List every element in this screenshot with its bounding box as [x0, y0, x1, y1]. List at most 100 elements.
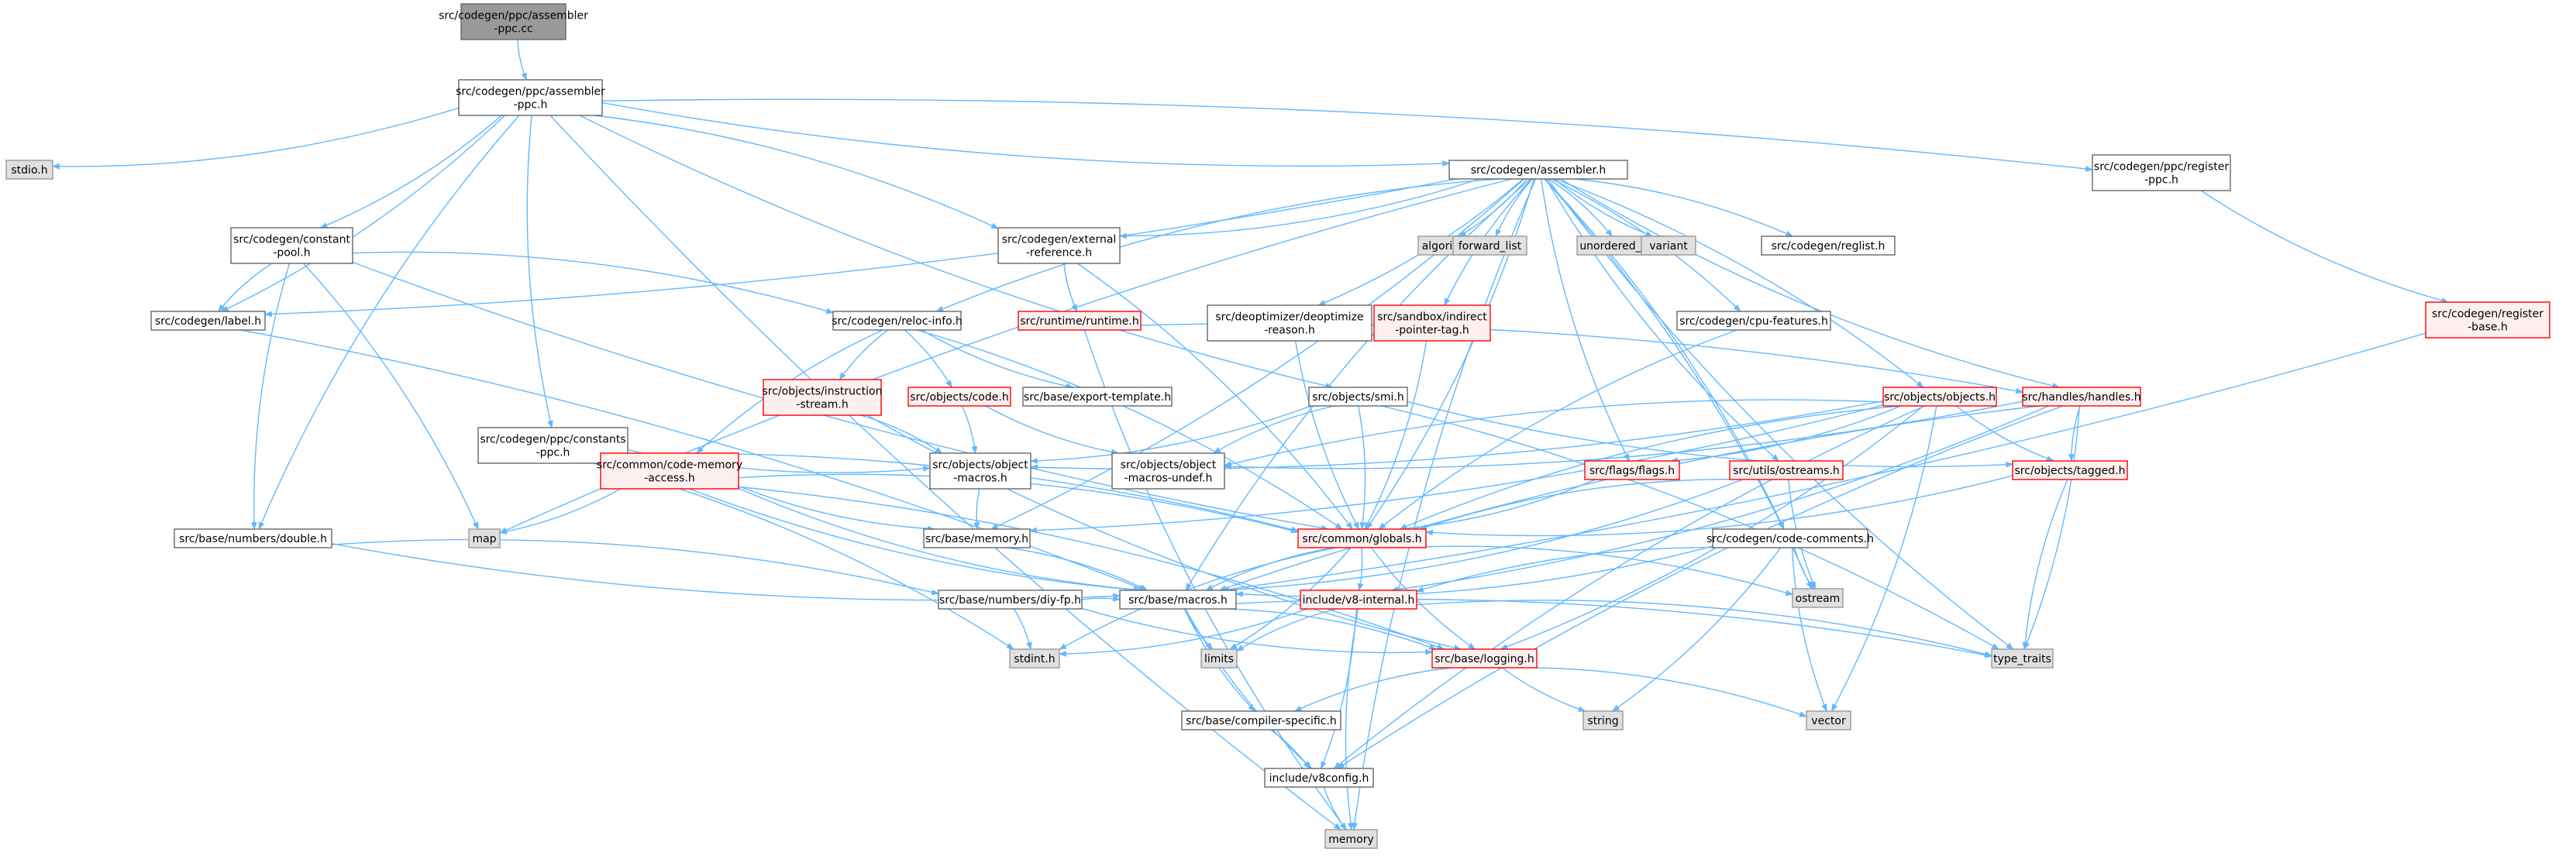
graph-node-code-h[interactable]: src/objects/code.h [907, 387, 1011, 407]
graph-node-reloc-info-h[interactable]: src/codegen/reloc-info.h [832, 311, 963, 331]
node-box [174, 528, 332, 548]
node-box [5, 160, 53, 180]
graph-node-limits[interactable]: limits [1200, 648, 1238, 669]
edge-handles-h-to-tagged-h [2068, 405, 2081, 462]
graph-node-assembler-ppc-cc[interactable]: src/codegen/ppc/assembler-ppc.cc [439, 3, 588, 40]
graph-node-forward-list[interactable]: forward_list [1452, 235, 1527, 256]
edge-line [579, 115, 1334, 389]
edge-line [1554, 178, 1924, 388]
node-box [997, 227, 1121, 264]
graph-node-v8-internal-h[interactable]: include/v8-internal.h [1300, 590, 1417, 610]
graph-node-label-h[interactable]: src/codegen/label.h [150, 311, 266, 331]
edge-line [2023, 405, 2080, 650]
edge-line [1378, 329, 1737, 530]
node-label: src/deoptimizer/deoptimize [1215, 311, 1363, 324]
edge-assembler-h-to-external-reference-h [1119, 178, 1480, 239]
edge-assembler-h-to-reloc-info-h [935, 178, 1500, 312]
node-box [1729, 460, 1844, 480]
node-label: stdint.h [1014, 653, 1055, 665]
edge-constant-pool-h-to-map [303, 263, 479, 530]
edge-reloc-info-h-to-globals-h [916, 329, 1343, 530]
graph-node-code-memory-access-h[interactable]: src/common/code-memory-access.h [597, 452, 742, 490]
graph-node-register-ppc-h[interactable]: src/codegen/ppc/register-ppc.h [2092, 154, 2231, 191]
edge-assembler-ppc-h-to-external-reference-h [594, 115, 999, 229]
graph-node-variant[interactable]: variant [1641, 235, 1696, 256]
graph-node-handles-h[interactable]: src/handles/handles.h [2022, 387, 2141, 407]
graph-node-double-h[interactable]: src/base/numbers/double.h [174, 528, 332, 548]
edge-line [1226, 608, 1438, 650]
graph-node-objects-h[interactable]: src/objects/objects.h [1882, 387, 1997, 407]
graph-node-export-template-h[interactable]: src/base/export-template.h [1022, 387, 1173, 407]
node-label: -pool.h [273, 247, 310, 260]
node-label: src/base/logging.h [1434, 653, 1534, 665]
graph-node-constants-ppc-h[interactable]: src/codegen/ppc/constants-ppc.h [477, 427, 629, 464]
graph-node-reglist-h[interactable]: src/codegen/reglist.h [1761, 235, 1896, 256]
graph-node-globals-h[interactable]: src/common/globals.h [1297, 528, 1427, 548]
edge-line [1221, 332, 2426, 593]
edge-line [1381, 405, 1999, 650]
graph-node-assembler-h[interactable]: src/codegen/assembler.h [1448, 160, 1628, 180]
graph-node-stdint-h[interactable]: stdint.h [1009, 648, 1060, 669]
edge-line [985, 405, 1119, 456]
edge-line [601, 101, 1450, 167]
graph-node-instruction-stream-h[interactable]: src/objects/instruction-stream.h [763, 379, 883, 416]
graph-node-external-reference-h[interactable]: src/codegen/external-reference.h [997, 227, 1121, 264]
graph-node-string[interactable]: string [1582, 710, 1624, 731]
graph-node-memory[interactable]: memory [1324, 829, 1378, 849]
edge-external-reference-h-to-runtime-h [1063, 263, 1078, 312]
edge-constant-pool-h-to-double-h [250, 263, 291, 530]
edge-line [1229, 547, 1352, 650]
node-box [1119, 590, 1237, 610]
edge-code-comments-h-to-ostream [1793, 547, 1814, 590]
graph-node-ostreams-h[interactable]: src/utils/ostreams.h [1729, 460, 1844, 480]
graph-node-logging-h[interactable]: src/base/logging.h [1431, 648, 1538, 669]
edge-line [1611, 547, 1782, 712]
graph-node-deoptimize-reason-h[interactable]: src/deoptimizer/deoptimize-reason.h [1207, 304, 1372, 342]
edge-line [1791, 547, 1827, 712]
graph-node-macros-h[interactable]: src/base/macros.h [1119, 590, 1237, 610]
edge-line [264, 178, 1457, 318]
graph-node-map[interactable]: map [468, 528, 501, 548]
graph-node-object-macros-undef-h[interactable]: src/objects/object-macros-undef.h [1111, 452, 1225, 490]
graph-node-vector[interactable]: vector [1806, 710, 1851, 731]
node-label: memory [1328, 834, 1374, 846]
node-box [1761, 235, 1896, 256]
graph-node-flags-h[interactable]: src/flags/flags.h [1584, 460, 1680, 480]
edge-register-ppc-h-to-register-base-h [2200, 190, 2449, 304]
node-label: src/objects/code.h [910, 391, 1008, 404]
graph-node-smi-h[interactable]: src/objects/smi.h [1308, 387, 1408, 407]
edge-line [1185, 178, 1531, 591]
graph-node-diy-fp-h[interactable]: src/base/numbers/diy-fp.h [938, 590, 1083, 610]
node-box [1676, 311, 1831, 331]
graph-node-v8config-h[interactable]: include/v8config.h [1264, 768, 1374, 788]
edge-instruction-stream-h-to-object-macros-h [860, 414, 943, 454]
edge-logging-h-to-compiler-specific-h [1293, 667, 1452, 712]
graph-node-stdio-h[interactable]: stdio.h [5, 160, 53, 180]
node-label: src/codegen/assembler.h [1471, 164, 1607, 177]
edge-line [1270, 729, 1310, 769]
graph-node-code-comments-h[interactable]: src/codegen/code-comments.h [1706, 528, 1874, 548]
graph-node-tagged-h[interactable]: src/objects/tagged.h [2012, 460, 2128, 480]
edge-code-comments-h-to-string [1611, 547, 1782, 712]
graph-node-compiler-specific-h[interactable]: src/base/compiler-specific.h [1181, 710, 1341, 731]
node-label: src/utils/ostreams.h [1733, 465, 1840, 477]
graph-node-indirect-pointer-tag-h[interactable]: src/sandbox/indirect-pointer-tag.h [1373, 304, 1491, 342]
node-box [1111, 452, 1225, 490]
edge-code-memory-access-h-to-logging-h [738, 486, 1445, 650]
graph-node-assembler-ppc-h[interactable]: src/codegen/ppc/assembler-ppc.h [456, 79, 605, 116]
graph-node-type-traits[interactable]: type_traits [1991, 648, 2054, 669]
graph-node-cpu-features-h[interactable]: src/codegen/cpu-features.h [1676, 311, 1831, 331]
graph-node-constant-pool-h[interactable]: src/codegen/constant-pool.h [230, 227, 353, 264]
edge-v8-internal-h-to-limits [1236, 608, 1337, 651]
graph-node-register-base-h[interactable]: src/codegen/register-base.h [2425, 301, 2550, 339]
graph-node-object-macros-h[interactable]: src/objects/object-macros.h [929, 452, 1031, 490]
edge-line [1548, 178, 1613, 237]
node-box [1584, 460, 1680, 480]
edge-indirect-pointer-tag-h-to-globals-h [1364, 340, 1427, 530]
edge-constant-pool-h-to-globals-h [352, 261, 1329, 531]
edge-line [526, 115, 553, 428]
edge-objects-h-to-globals-h [1399, 405, 1903, 530]
graph-node-runtime-h[interactable]: src/runtime/runtime.h [1018, 311, 1142, 331]
graph-node-memory-h[interactable]: src/base/memory.h [923, 528, 1031, 548]
graph-node-ostream[interactable]: ostream [1792, 588, 1844, 608]
